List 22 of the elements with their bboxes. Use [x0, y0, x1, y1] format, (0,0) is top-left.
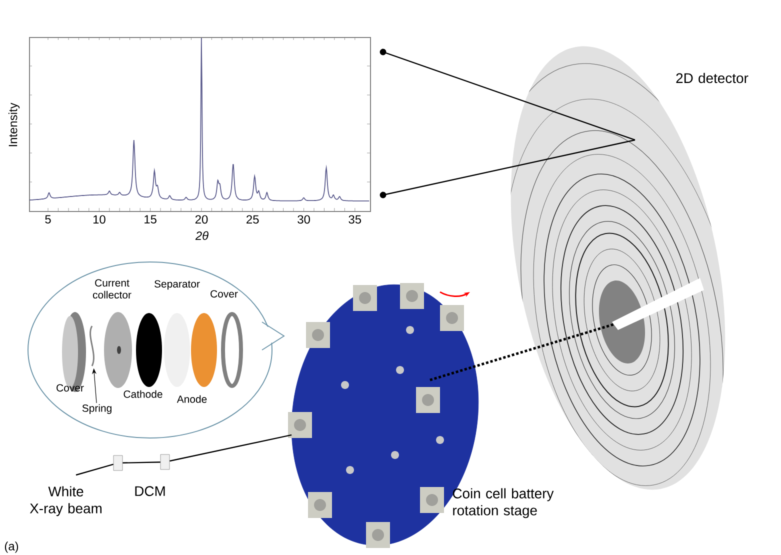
panel-label: (a) — [4, 542, 18, 553]
tick-label: 30 — [298, 215, 310, 224]
tick-label: 15 — [144, 215, 156, 224]
tick-label: 35 — [348, 215, 362, 224]
tick-label: 25 — [246, 215, 259, 224]
beam-label: White X-ray beam — [30, 486, 102, 516]
connector-line — [382, 139, 636, 196]
beam-line — [430, 322, 616, 382]
optics-label: DCM — [135, 486, 165, 496]
beam-line — [76, 464, 114, 476]
beam-line — [122, 462, 160, 464]
beam-line — [170, 434, 292, 462]
detector-label: 2D detector — [676, 72, 748, 84]
axis-title: Intensity — [8, 102, 20, 146]
slit-drawing — [113, 455, 123, 471]
axis-title: 2θ — [195, 231, 208, 240]
tick-label: 20 — [195, 215, 208, 224]
tick-label: 5 — [45, 215, 51, 224]
connector-line — [382, 51, 636, 141]
tick-label: 10 — [93, 215, 106, 224]
slit-drawing — [160, 454, 170, 470]
stage-label: Coin cell battery rotation stage — [452, 488, 554, 518]
